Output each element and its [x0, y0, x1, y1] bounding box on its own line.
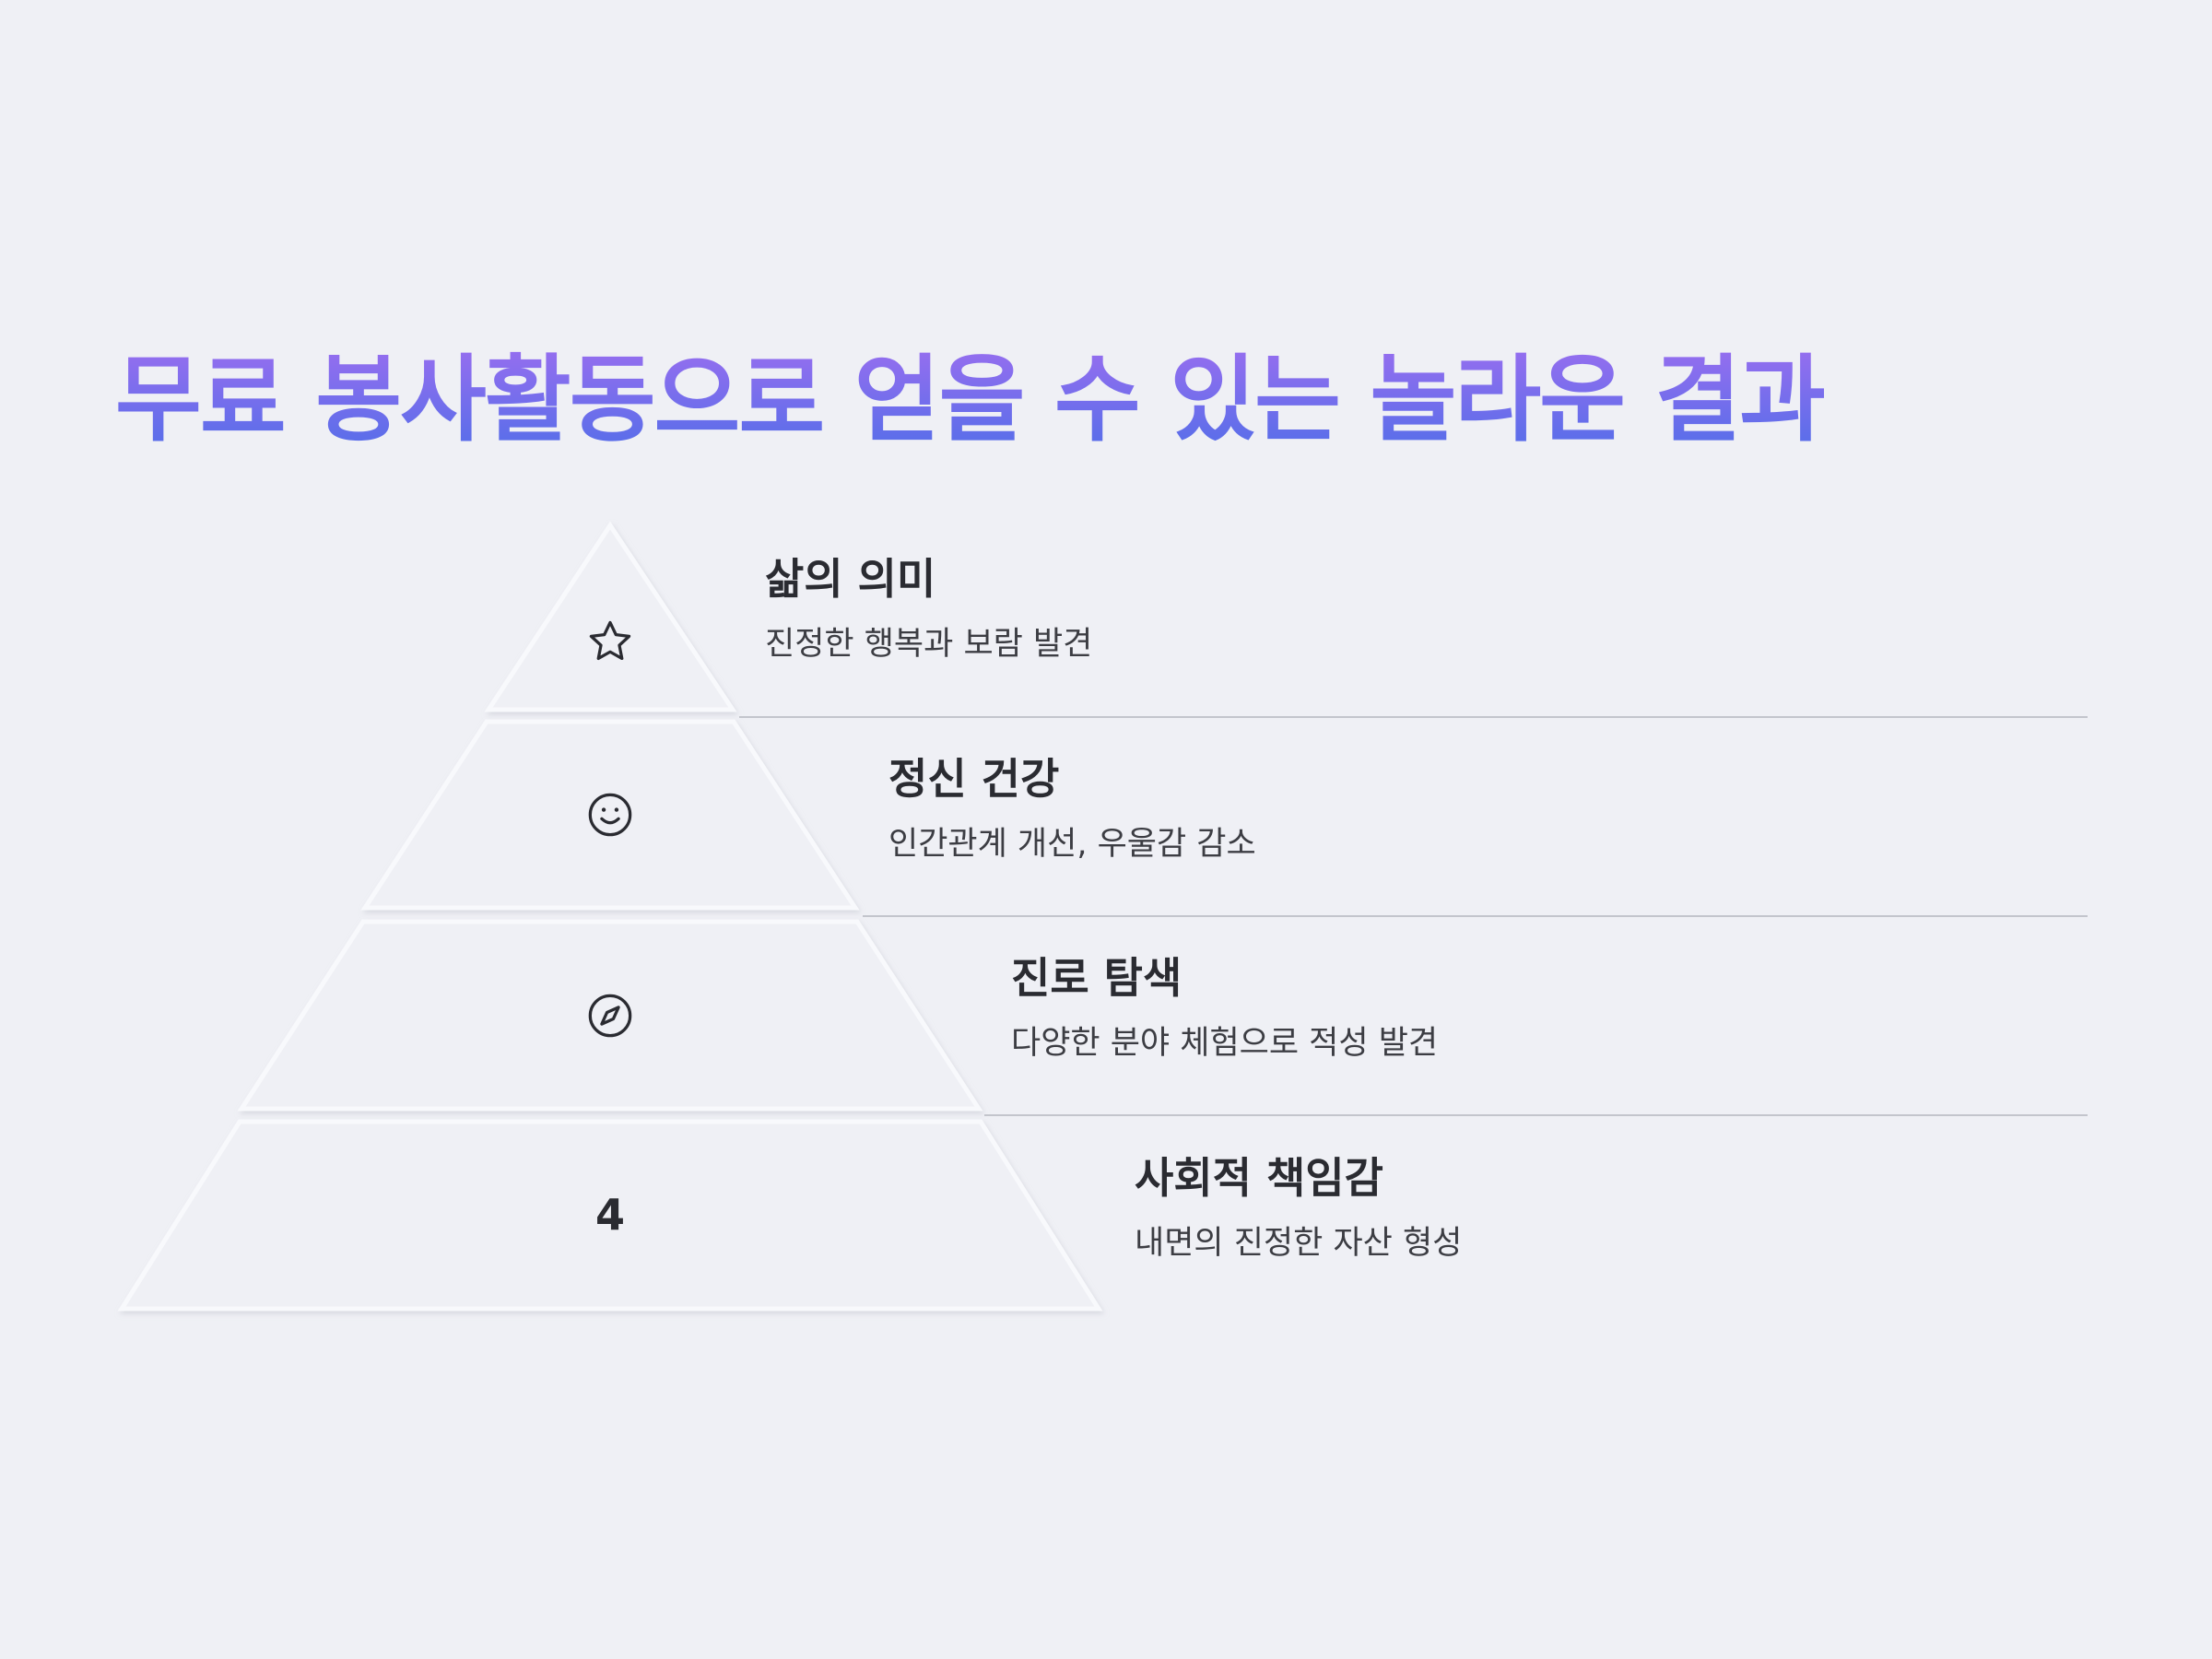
level-description: 내면의 진정한 자산 형성 — [1135, 1225, 1463, 1262]
level-number: 4 — [594, 1190, 625, 1240]
star-icon — [589, 620, 631, 661]
compass-icon — [588, 994, 632, 1038]
level-description: 진정한 행복과 보람 발견 — [765, 626, 1093, 663]
level-title: 삶의 의미 — [765, 554, 936, 604]
level-description: 인간관계 개선, 우울감 감소 — [888, 826, 1256, 863]
page-title: 무료 봉사활동으로 얻을 수 있는 놀라운 결과 — [115, 332, 1826, 470]
divider — [739, 716, 2088, 718]
level-title: 사회적 책임감 — [1135, 1153, 1383, 1203]
level-title: 진로 탐색 — [1011, 953, 1182, 1003]
pyramid-level-3 — [237, 919, 983, 1112]
level-text-2: 정신 건강 인간관계 개선, 우울감 감소 — [888, 750, 1256, 867]
divider — [863, 915, 2088, 917]
level-text-1: 삶의 의미 진정한 행복과 보람 발견 — [765, 550, 1092, 667]
divider — [984, 1114, 2088, 1116]
pyramid-level-1 — [484, 521, 737, 712]
level-title: 정신 건강 — [888, 754, 1060, 804]
level-text-4: 사회적 책임감 내면의 진정한 자산 형성 — [1135, 1149, 1462, 1266]
level-text-3: 진로 탐색 다양한 분야 체험으로 적성 발견 — [1011, 949, 1438, 1066]
pyramid-level-4 — [117, 1119, 1103, 1312]
pyramid-level-2 — [360, 719, 860, 911]
smile-icon — [588, 793, 632, 837]
level-description: 다양한 분야 체험으로 적성 발견 — [1011, 1025, 1439, 1062]
